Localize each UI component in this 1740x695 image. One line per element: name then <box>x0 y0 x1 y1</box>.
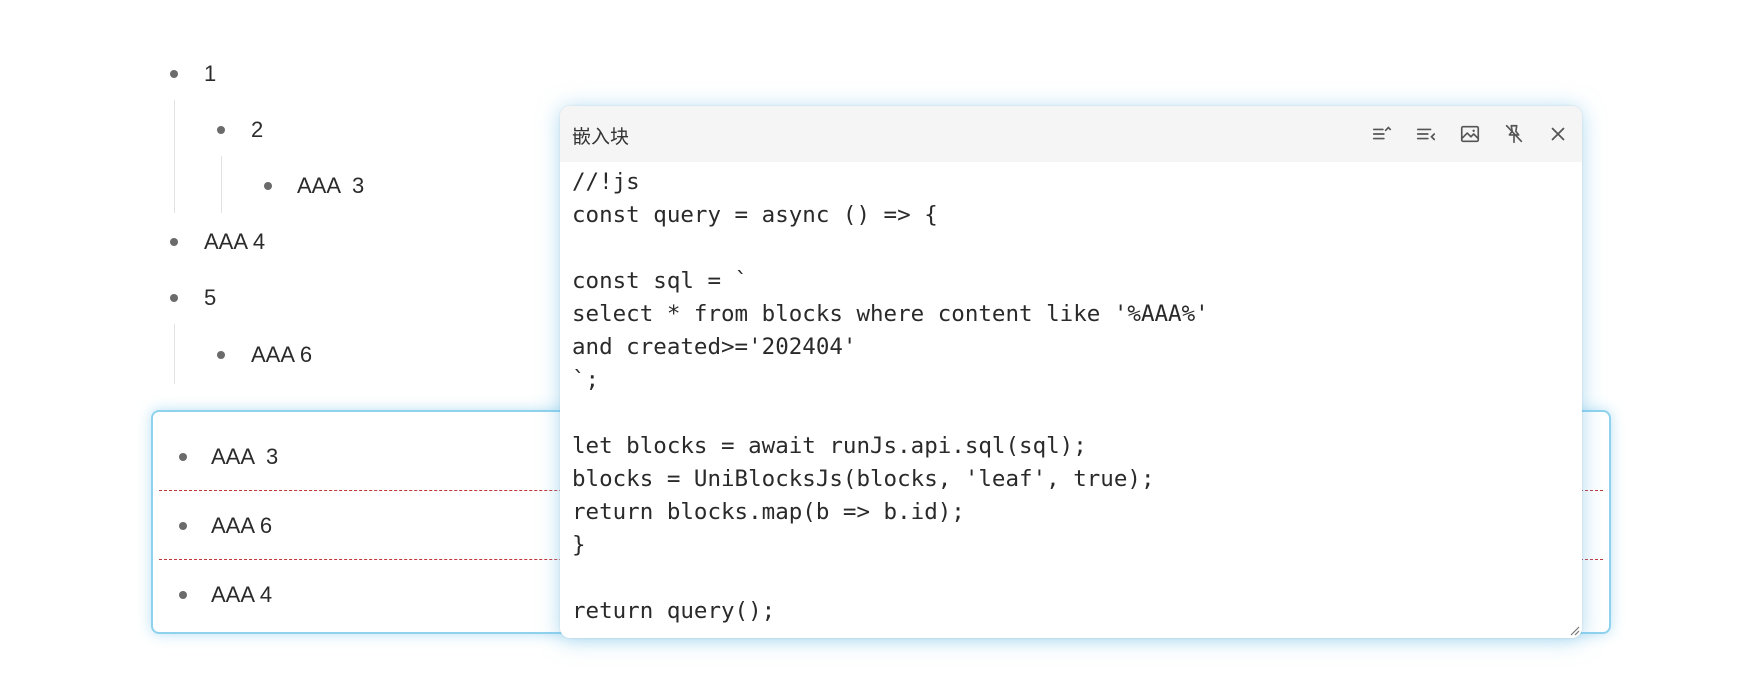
expand-icon[interactable] <box>1412 120 1440 148</box>
embed-result-item[interactable]: AAA 6 <box>153 506 1609 546</box>
list-item[interactable]: AAA 6 <box>0 335 500 375</box>
list-item-text: AAA 6 <box>251 342 313 367</box>
bullet[interactable] <box>217 126 225 134</box>
embed-block-popup[interactable]: 嵌入块 <box>560 106 1582 638</box>
close-icon[interactable] <box>1544 120 1572 148</box>
list-item-text: 1 <box>204 61 217 86</box>
indent-guide <box>174 100 175 213</box>
embed-result-item[interactable]: AAA 4 <box>153 575 1609 615</box>
embed-result-text: AAA 3 <box>211 444 279 469</box>
bullet[interactable] <box>170 238 178 246</box>
list-item-text: AAA 4 <box>204 229 266 254</box>
list-item[interactable]: AAA 4 <box>0 222 500 262</box>
bullet[interactable] <box>264 182 272 190</box>
list-item-text: 2 <box>251 117 264 142</box>
bullet[interactable] <box>170 294 178 302</box>
list-item[interactable]: 5 <box>0 278 500 318</box>
list-item-text: 5 <box>204 285 217 310</box>
embed-result-text: AAA 4 <box>211 582 273 607</box>
popup-title: 嵌入块 <box>572 127 630 148</box>
embed-result-item[interactable]: AAA 3 <box>153 437 1609 477</box>
resize-handle-icon[interactable] <box>1568 624 1580 636</box>
bullet[interactable] <box>179 522 187 530</box>
indent-guide <box>221 156 222 213</box>
bullet[interactable] <box>170 70 178 78</box>
list-item[interactable]: 1 <box>0 54 500 94</box>
unpin-icon[interactable] <box>1500 120 1528 148</box>
bullet[interactable] <box>179 591 187 599</box>
indent-guide <box>174 324 175 384</box>
code-editor[interactable]: //!js const query = async () => { const … <box>572 169 1209 624</box>
collapse-icon[interactable] <box>1368 120 1396 148</box>
embed-result-text: AAA 6 <box>211 513 273 538</box>
image-icon[interactable] <box>1456 120 1484 148</box>
bullet[interactable] <box>217 351 225 359</box>
list-item-text: AAA 3 <box>297 173 365 198</box>
popup-header[interactable]: 嵌入块 <box>560 106 1582 162</box>
list-item[interactable]: AAA 3 <box>0 166 500 206</box>
list-item[interactable]: 2 <box>0 110 500 150</box>
bullet[interactable] <box>179 453 187 461</box>
